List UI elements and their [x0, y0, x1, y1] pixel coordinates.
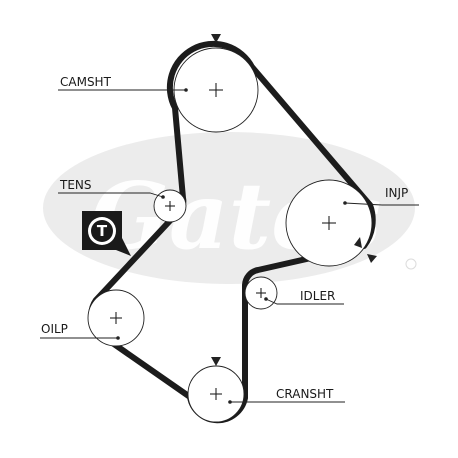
- crankshaft-timing-mark-icon: [211, 357, 221, 366]
- leader-lines: [40, 88, 419, 404]
- oil-pump-label: OILP: [41, 322, 68, 336]
- crankshaft-label: CRANSHT: [276, 387, 334, 401]
- camshaft-label: CAMSHT: [60, 75, 112, 89]
- registered-mark-icon: [405, 258, 417, 270]
- tensioner-badge: T: [82, 211, 131, 256]
- camshaft-timing-mark-icon: [211, 34, 221, 43]
- injection-pump-timing-mark-icon: [354, 237, 362, 248]
- tensioner-t-icon: T: [97, 222, 108, 240]
- tensioner-label: TENS: [59, 178, 92, 192]
- tensioner-pulley: [153, 189, 187, 223]
- injection-pump-pulley: [285, 179, 373, 267]
- idler-pulley: [244, 276, 278, 310]
- injection-pump-label: INJP: [385, 186, 408, 200]
- oil-pump-pulley: [87, 289, 145, 347]
- crankshaft-pulley: [187, 365, 245, 423]
- idler-label: IDLER: [300, 289, 335, 303]
- injection-pump-housing-mark-icon: [367, 254, 377, 263]
